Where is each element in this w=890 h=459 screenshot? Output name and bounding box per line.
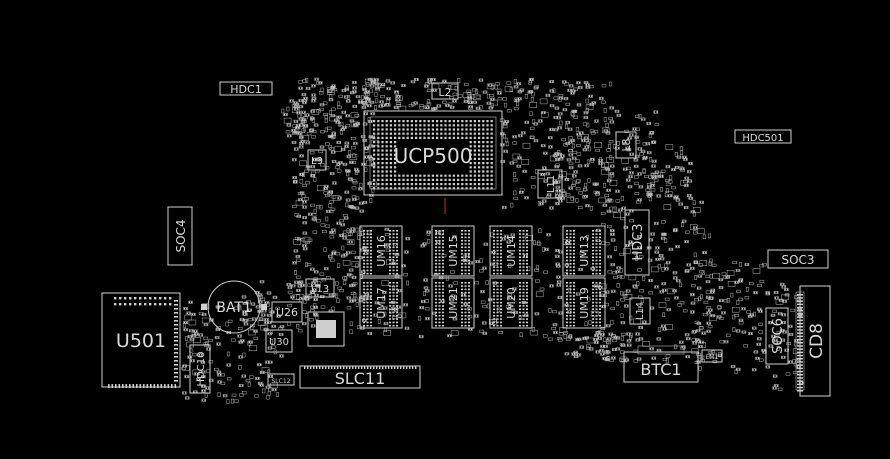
hdc10-connector[interactable]: HDC10	[189, 344, 211, 394]
hdc10-label: HDC10	[196, 352, 207, 387]
um14-label: UM14	[505, 235, 518, 267]
soc4-connector[interactable]: SOC4	[167, 206, 193, 266]
hdc3-connector[interactable]: HDC3	[624, 209, 650, 276]
soc6-label: SOC6	[771, 318, 786, 354]
hdc1-label: HDC1	[230, 83, 261, 96]
um20-label: UM20	[505, 287, 518, 319]
um17-memory-chip[interactable]: UM17	[359, 277, 403, 329]
slc11-pins	[304, 366, 417, 369]
u501-label: U501	[116, 330, 166, 352]
soc3-connector[interactable]: SOC3	[767, 249, 829, 269]
l2-inductor[interactable]: L2	[431, 82, 459, 100]
um19-memory-chip[interactable]: UM19	[562, 277, 606, 329]
u26-chip[interactable]: U26	[271, 301, 303, 323]
bat1-label: BAT1	[216, 300, 252, 316]
l14-label: L14	[635, 302, 646, 320]
u30-chip[interactable]: U30	[265, 329, 293, 353]
l2-label: L2	[438, 86, 451, 99]
um19-label: UM19	[578, 287, 591, 319]
um14-memory-chip[interactable]: UM14	[489, 225, 533, 277]
l13-inductor[interactable]: L13	[305, 278, 335, 298]
hdc501-label: HDC501	[742, 133, 783, 144]
um20-memory-chip[interactable]: UM20	[489, 277, 533, 329]
l11-inductor[interactable]: L11	[537, 169, 563, 199]
em1-component[interactable]: EM1	[701, 349, 723, 363]
l13-label: L13	[311, 284, 329, 295]
l8-inductor[interactable]: L8	[615, 131, 637, 159]
slc11-connector[interactable]: SLC11	[299, 365, 421, 389]
um17-label: UM17	[375, 287, 388, 319]
l11-label: L11	[546, 175, 557, 193]
hdc1-component[interactable]: HDC1	[219, 81, 273, 96]
l9-inductor[interactable]: L9	[307, 149, 327, 171]
u501-pads	[108, 297, 178, 388]
ucp500-label: UCP500	[394, 144, 473, 168]
soc6-connector[interactable]: SOC6	[765, 307, 789, 365]
l9-label: L9	[311, 156, 323, 167]
cd8-pins	[797, 294, 803, 392]
cpu-ball-grid	[373, 120, 493, 190]
l8-label: L8	[620, 138, 633, 151]
cd8-label: CD8	[807, 323, 827, 359]
ucp500-cpu[interactable]: UCP500	[363, 110, 503, 196]
hdc3-label: HDC3	[631, 223, 646, 260]
u30-label: U30	[269, 337, 289, 348]
slc11-label: SLC11	[335, 369, 386, 388]
um21-label: UM21	[447, 287, 460, 319]
u501-chip[interactable]: U501	[101, 292, 181, 388]
btc1-connector[interactable]: BTC1	[623, 345, 699, 383]
hdc501-component[interactable]: HDC501	[734, 129, 792, 144]
slc12-connector[interactable]: SLC12	[267, 373, 295, 386]
l14-inductor[interactable]: L14	[629, 297, 651, 325]
um15-label: UM15	[447, 235, 460, 267]
btc1-label: BTC1	[640, 360, 681, 379]
bat1-battery[interactable]: BAT1	[201, 280, 267, 334]
um13-label: UM13	[578, 235, 591, 267]
cd8-connector[interactable]: CD8	[795, 285, 831, 397]
slc12-label: SLC12	[272, 378, 291, 385]
um16-memory-chip[interactable]: UM16	[359, 225, 403, 277]
soc4-label: SOC4	[174, 219, 188, 252]
em1-label: EM1	[706, 354, 719, 361]
soc3-label: SOC3	[781, 253, 814, 267]
um13-memory-chip[interactable]: UM13	[562, 225, 606, 277]
um15-memory-chip[interactable]: UM15	[431, 225, 475, 277]
component-field	[181, 77, 804, 404]
qfn-chip[interactable]	[307, 311, 345, 347]
um21-memory-chip[interactable]: UM21	[431, 277, 475, 329]
um16-label: UM16	[375, 235, 388, 267]
u26-label: U26	[276, 306, 298, 319]
